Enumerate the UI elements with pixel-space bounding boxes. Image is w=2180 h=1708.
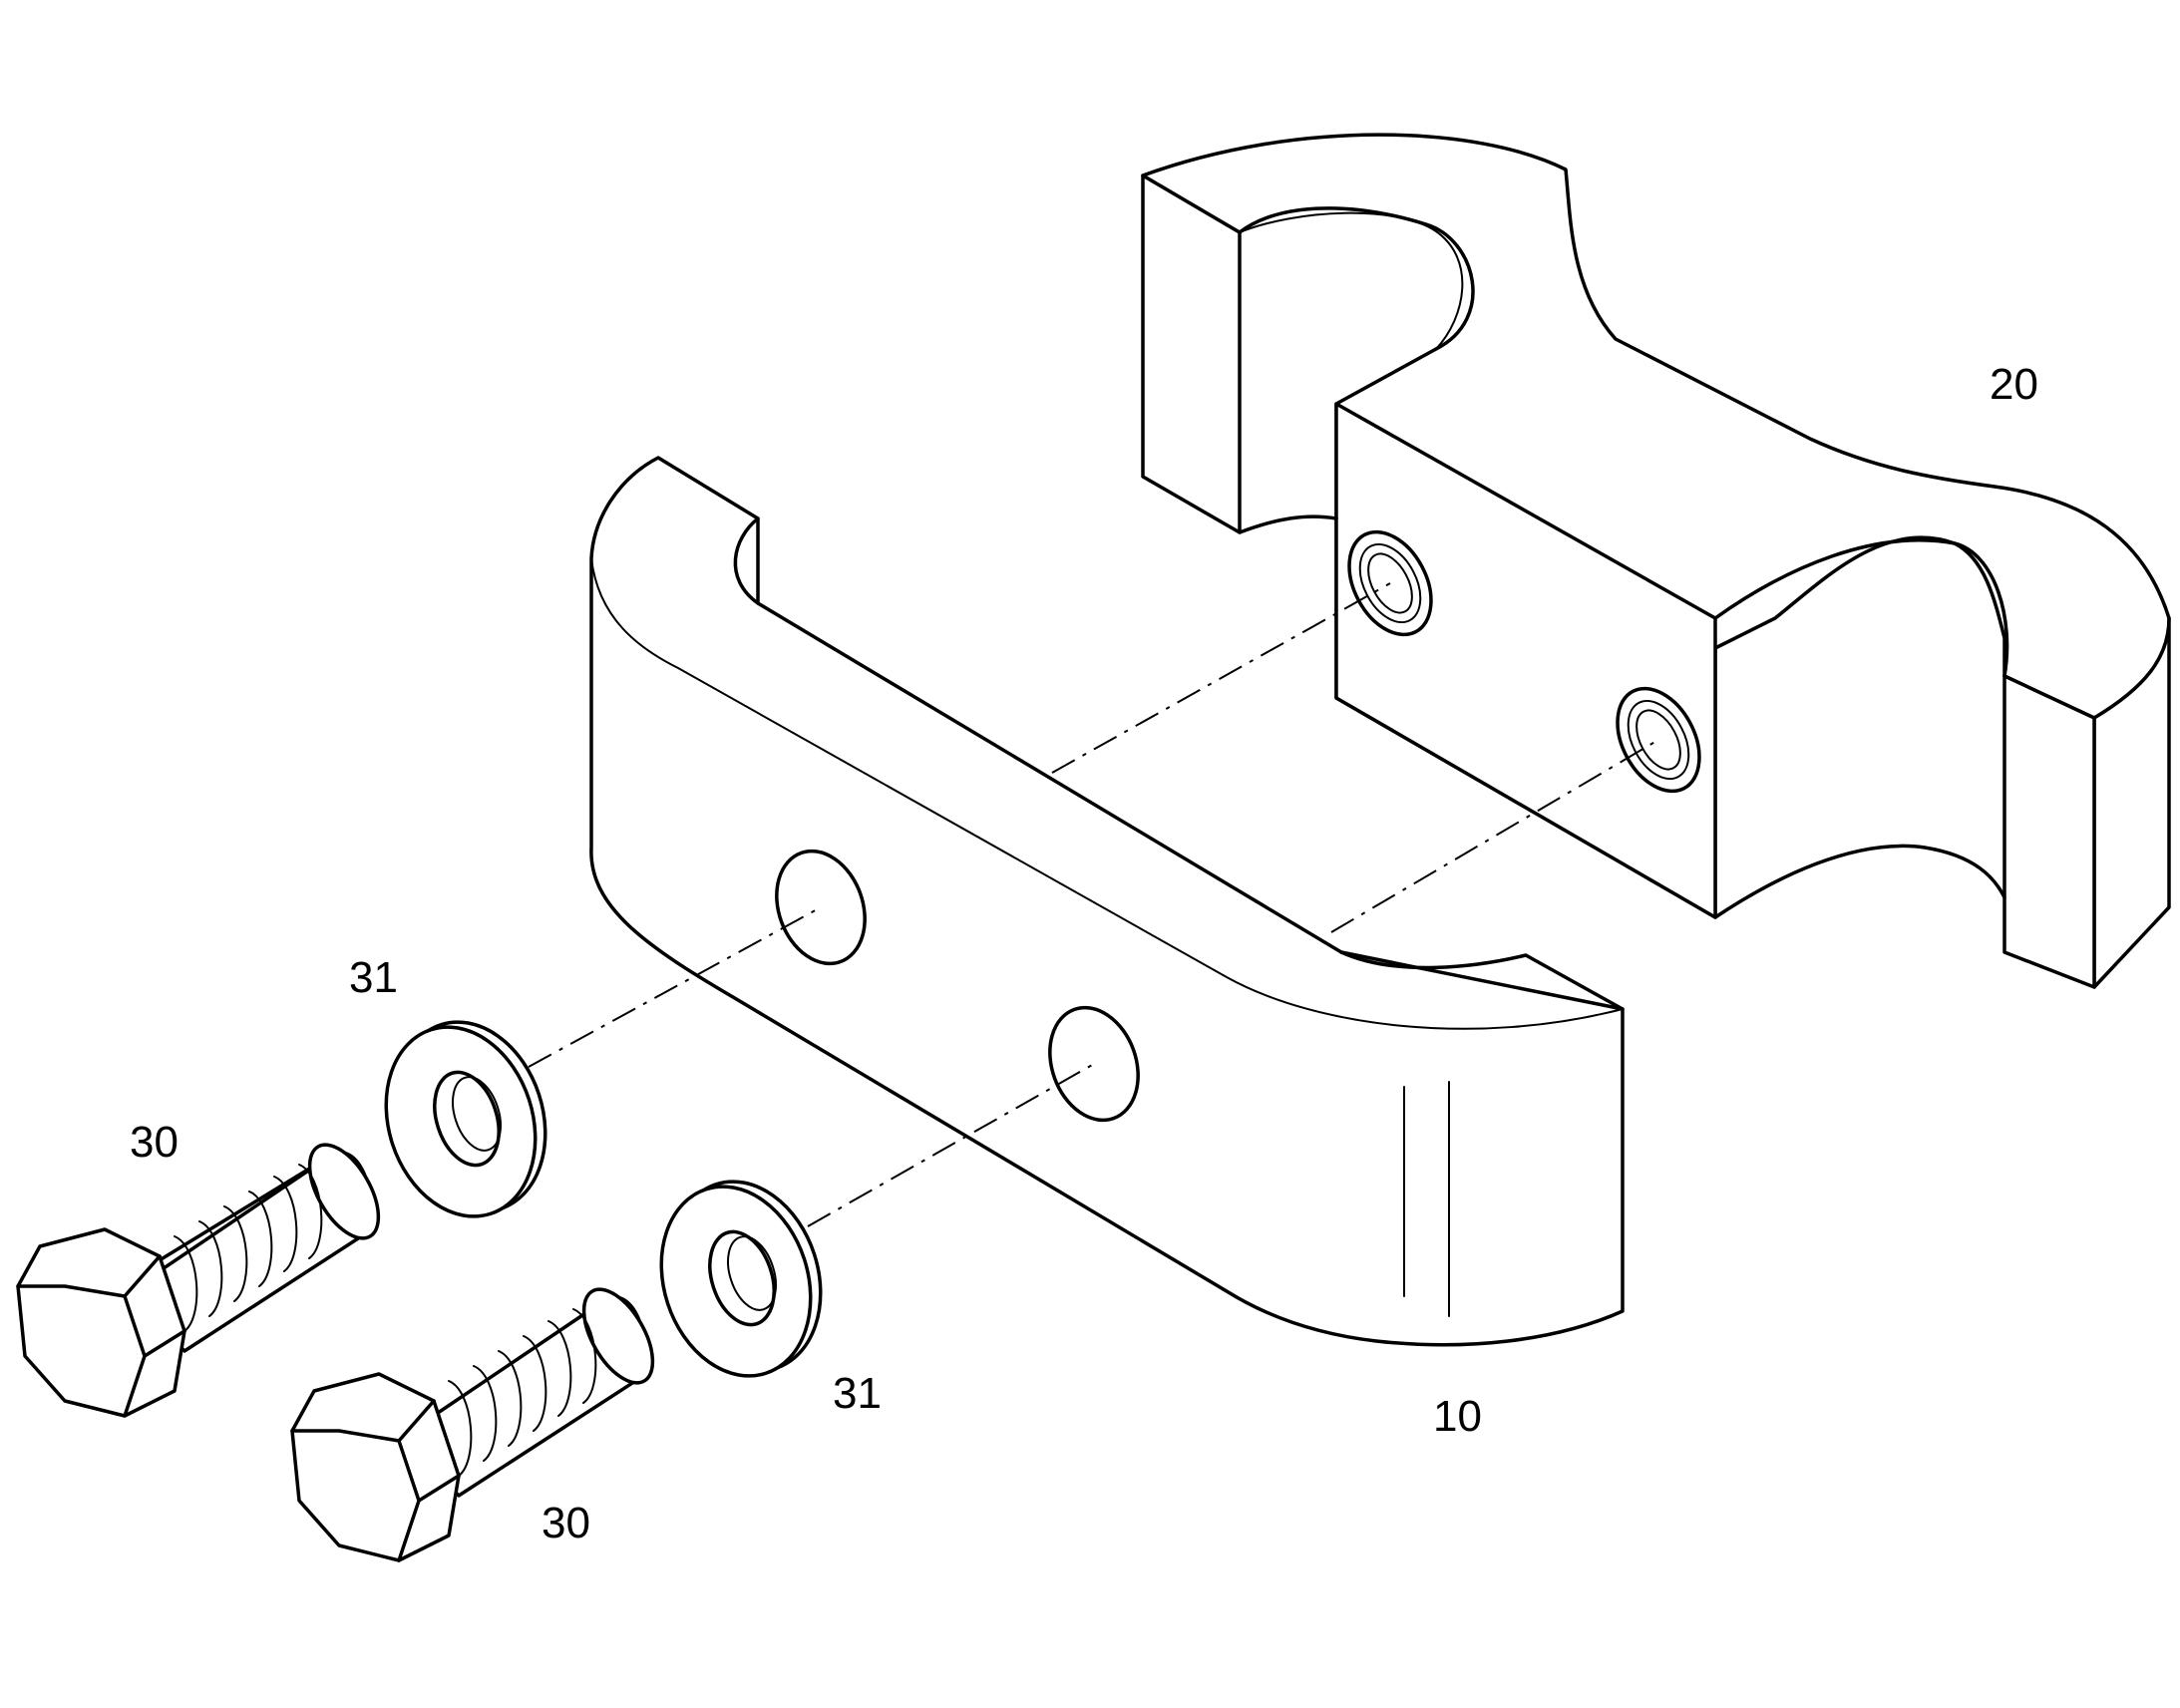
center-lines — [528, 582, 1659, 1227]
bolt-upper — [16, 1143, 381, 1418]
label-washer-upper: 31 — [349, 953, 398, 1002]
bolt-lower — [290, 1287, 655, 1562]
washer-lower — [659, 1180, 823, 1378]
through-hole-lower — [1048, 1005, 1140, 1123]
label-part-10: 10 — [1433, 1392, 1482, 1441]
label-washer-lower: 31 — [833, 1369, 882, 1418]
label-bolt-upper: 30 — [130, 1118, 179, 1167]
washer-upper — [384, 1020, 547, 1218]
threaded-hole-lower — [1616, 686, 1701, 794]
label-part-20: 20 — [1990, 360, 2038, 409]
label-bolt-lower: 30 — [542, 1499, 590, 1547]
clamp-half-20 — [1141, 133, 2171, 989]
clamp-half-10 — [589, 456, 1625, 1347]
through-hole-upper — [775, 849, 867, 966]
